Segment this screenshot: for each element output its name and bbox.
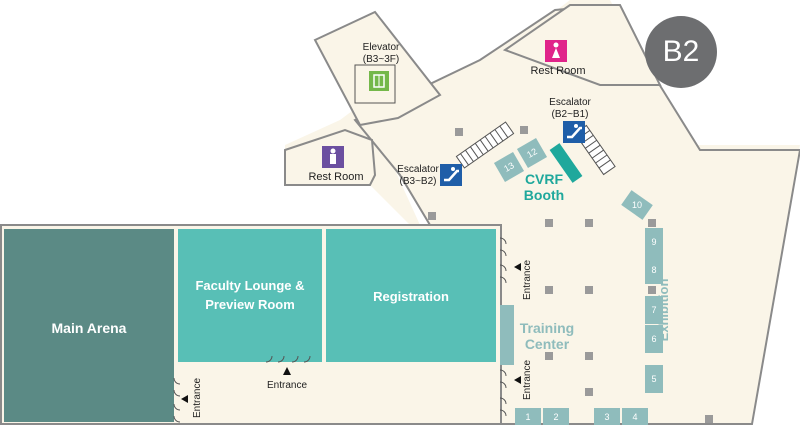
female-restroom-wing	[502, 4, 662, 86]
booth-8	[645, 256, 663, 284]
male-restroom-label: Rest Room	[308, 171, 363, 183]
booth-8-label: 8	[651, 265, 656, 275]
faculty-lounge-label-line1: Faculty Lounge &	[195, 278, 304, 293]
booth-4	[622, 408, 648, 425]
booth-2-label: 2	[553, 412, 558, 422]
booth-12-label: 12	[525, 146, 539, 160]
male-restroom-icon	[322, 146, 344, 168]
booth-5-label: 5	[651, 374, 656, 384]
booth-7	[645, 296, 663, 324]
booth-3	[594, 408, 620, 425]
main-arena-room	[4, 229, 174, 422]
booth-7-label: 7	[651, 305, 656, 315]
elevator-icon	[369, 71, 389, 91]
elevator-shaft	[354, 64, 396, 104]
entrance-left-arrow	[181, 395, 188, 403]
escalator-b3-b2-stairs	[455, 121, 515, 169]
booth-3-label: 3	[604, 412, 609, 422]
escalator-b2-b1-label-line2: (B2~B1)	[552, 109, 589, 120]
training-center-label-line1: Training	[520, 320, 574, 336]
booth-10	[621, 190, 653, 220]
escalator-b3-b2-label-line1: Escalator	[397, 164, 439, 175]
cvrf-booth-marker	[549, 143, 583, 183]
cvrf-label-line1: CVRF	[525, 171, 564, 187]
entrance-bottom-arrow	[283, 367, 291, 375]
upper-wing	[353, 3, 800, 425]
booth-1-label: 1	[525, 412, 530, 422]
registration-room	[326, 229, 496, 362]
booth-12	[516, 137, 548, 169]
booth-1	[515, 408, 541, 425]
booth-2	[543, 408, 569, 425]
booth-5	[645, 365, 663, 393]
booth-10-label: 10	[632, 200, 642, 210]
booth-6-label: 6	[651, 334, 656, 344]
registration-label: Registration	[373, 289, 449, 304]
female-restroom-icon	[545, 40, 567, 62]
door-swings	[173, 237, 507, 423]
cvrf-label-line2: Booth	[524, 187, 564, 203]
booth-9-label: 9	[651, 237, 656, 247]
training-center-bar	[500, 305, 514, 365]
booth-9	[645, 228, 663, 256]
faculty-lounge-label-line2: Preview Room	[205, 297, 295, 312]
floor-badge: B2	[645, 16, 717, 88]
pillars	[428, 126, 713, 423]
entrance-right-lower-arrow	[514, 376, 521, 384]
entrance-right-upper-label: Entrance	[522, 260, 533, 300]
entrance-bottom-label: Entrance	[267, 380, 307, 391]
escalator-b3-b2-label-line2: (B3~B2)	[400, 176, 437, 187]
escalator-b3-b2-icon	[440, 164, 462, 186]
main-arena-label: Main Arena	[52, 320, 127, 336]
elevator-label-line2: (B3~3F)	[363, 54, 399, 65]
booth-13-label: 13	[502, 160, 516, 174]
entrance-right-upper-arrow	[514, 263, 521, 271]
booth-6	[645, 325, 663, 353]
escalator-b2-b1-label-line1: Escalator	[549, 97, 591, 108]
elevator-label-line1: Elevator	[363, 42, 400, 53]
booth-4-label: 4	[632, 412, 637, 422]
entrance-left-label: Entrance	[192, 378, 203, 418]
faculty-lounge-room	[178, 229, 322, 362]
escalator-b2-b1-icon	[563, 121, 585, 143]
elevator-wing	[313, 10, 442, 127]
training-center-label-line2: Center	[525, 336, 570, 352]
entrance-right-lower-label: Entrance	[522, 360, 533, 400]
booth-13	[493, 151, 525, 183]
female-restroom-label: Rest Room	[530, 65, 585, 77]
